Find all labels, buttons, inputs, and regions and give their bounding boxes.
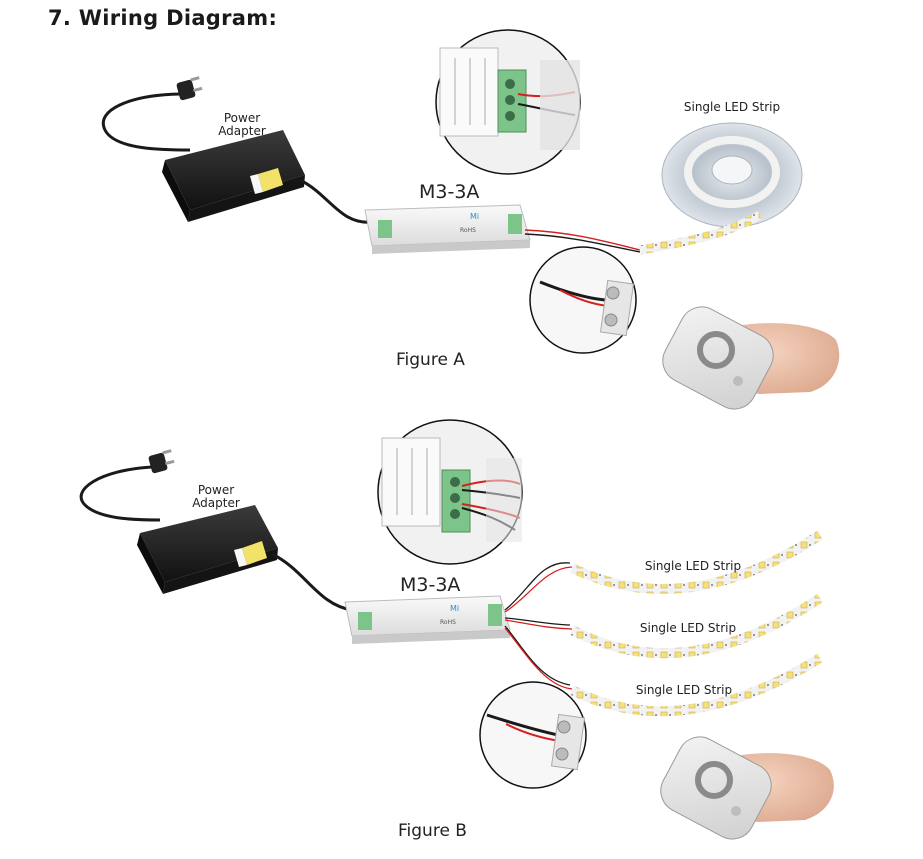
power-adapter-label-b: Power Adapter bbox=[186, 484, 246, 510]
controller-b: Mi RoHS bbox=[344, 595, 511, 644]
strip-label-b-2: Single LED Strip bbox=[639, 621, 737, 635]
figure-a-caption: Figure A bbox=[396, 350, 465, 370]
svg-text:RoHS: RoHS bbox=[460, 227, 476, 234]
controller-model-b: M3-3A bbox=[400, 574, 461, 596]
remote-hand-a bbox=[662, 306, 840, 410]
controller-a: Mi RoHS bbox=[364, 204, 531, 254]
power-plug-b bbox=[148, 449, 175, 474]
strip-terminal-zoom-a bbox=[529, 246, 637, 354]
adapter-label-line2: Adapter bbox=[218, 124, 266, 138]
led-strip-b-2 bbox=[569, 593, 823, 659]
led-strip-reel-a bbox=[639, 122, 803, 255]
power-adapter-b bbox=[137, 505, 278, 594]
strip-terminal-zoom-b bbox=[479, 681, 587, 789]
power-adapter-a bbox=[162, 130, 305, 222]
power-adapter-label-a: Power Adapter bbox=[212, 112, 272, 138]
svg-text:RoHS: RoHS bbox=[440, 619, 456, 626]
figure-b-caption: Figure B bbox=[398, 821, 467, 841]
figure-a: Mi RoHS bbox=[101, 29, 840, 410]
adapter-label-line1: Power bbox=[197, 483, 235, 497]
strip-label-b-1: Single LED Strip bbox=[644, 559, 742, 573]
svg-text:Mi: Mi bbox=[470, 212, 479, 221]
terminal-zoom-a bbox=[435, 29, 581, 175]
led-strip-b-1 bbox=[569, 530, 823, 594]
figure-b: Mi RoHS bbox=[79, 419, 834, 840]
terminal-zoom-b bbox=[377, 419, 523, 565]
remote-hand-b bbox=[660, 736, 834, 840]
led-strip-b-3 bbox=[569, 653, 823, 717]
strip-label-b-3: Single LED Strip bbox=[635, 683, 733, 697]
adapter-label-line2: Adapter bbox=[192, 496, 240, 510]
controller-model-a: M3-3A bbox=[419, 181, 480, 203]
adapter-label-line1: Power bbox=[223, 111, 261, 125]
svg-text:Mi: Mi bbox=[450, 604, 459, 613]
power-plug-a bbox=[176, 76, 203, 101]
page-heading: 7. Wiring Diagram: bbox=[48, 6, 278, 30]
strip-label-a: Single LED Strip bbox=[683, 100, 781, 114]
